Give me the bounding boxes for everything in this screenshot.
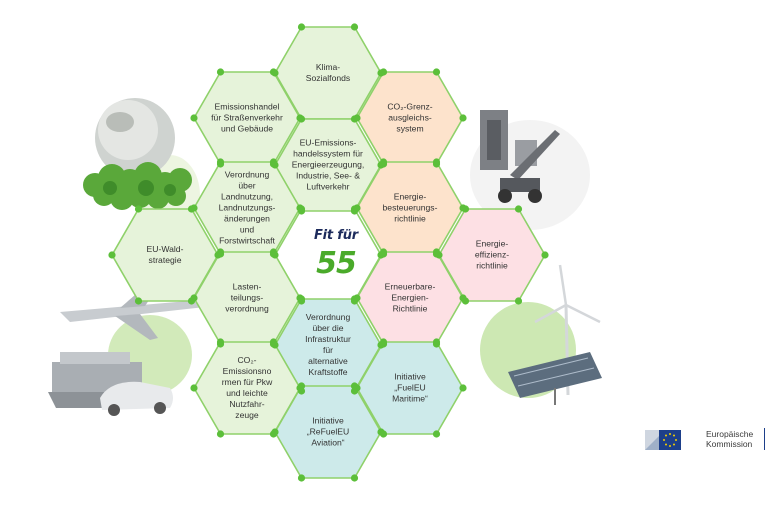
hexagon-vertex-dot xyxy=(190,114,198,122)
hexagon-label-effizienz: Energie- effizienz- richtlinie xyxy=(474,238,510,271)
hexagon-vertex-dot xyxy=(350,474,359,482)
hexagon-label-wald: EU-Wald- strategie xyxy=(146,244,184,265)
hexagon-label-eu-ets: EU-Emissions- handelssystem für Energiee… xyxy=(291,137,365,192)
hexagon-vertex-dot xyxy=(432,338,441,346)
hexagon-vertex-dot xyxy=(216,248,225,256)
hexagon-vertex-dot xyxy=(297,23,306,31)
hexagon-vertex-dot xyxy=(296,114,304,122)
fit-for-55-title: Fit für xyxy=(314,228,358,243)
hexagon-vertex-dot xyxy=(269,158,278,166)
hexagon-vertex-dot xyxy=(134,297,143,305)
hexagon-label-klima: Klima- Sozialfonds xyxy=(305,62,351,83)
transport-illustration xyxy=(48,282,205,416)
hexagon-vertex-dot xyxy=(296,204,304,212)
hexagon-vertex-dot xyxy=(459,384,467,392)
hexagon-vertex-dot xyxy=(216,68,225,76)
hexagon-vertex-dot xyxy=(269,68,278,76)
hexagon-vertex-dot xyxy=(297,474,306,482)
renewables-illustration xyxy=(480,264,602,405)
hexagon-vertex-dot xyxy=(432,430,441,438)
hexagon-vertex-dot xyxy=(297,382,306,390)
hexagon-vertex-dot xyxy=(353,114,361,122)
hexagon-vertex-dot xyxy=(379,68,388,76)
hexagon-vertex-dot xyxy=(187,205,196,213)
commission-line1: Europäische xyxy=(706,429,754,439)
hexagon-vertex-dot xyxy=(269,248,278,256)
hexagon-vertex-dot xyxy=(134,205,143,213)
hexagon-vertex-dot xyxy=(350,23,359,31)
hexagon-vertex-dot xyxy=(379,338,388,346)
hexagon-vertex-dot xyxy=(541,251,549,259)
hexagon-vertex-dot xyxy=(379,158,388,166)
commission-line2: Kommission xyxy=(706,439,753,449)
hexagon-vertex-dot xyxy=(350,382,359,390)
hexagon-label-lastenteilung: Lasten- teilungs- verordnung xyxy=(225,281,269,314)
container-port-illustration xyxy=(470,110,590,230)
hexagon-label-lulucf: Verordnung über Landnutzung, Landnutzung… xyxy=(218,169,276,246)
hexagon-label-fueleu: Initiative „FuelEU Maritime“ xyxy=(392,371,428,404)
hexagon-label-co2-grenz: CO₂-Grenz- ausgleichs- system xyxy=(387,101,433,134)
hexagon-label-energiebesteuerung: Energie- besteuerungs- richtlinie xyxy=(382,191,438,224)
hexagon-vertex-dot xyxy=(297,295,306,303)
hexagon-label-refueleu: Initiative „ReFuelEU Aviation“ xyxy=(306,415,350,448)
hexagon-label-erneuerbare: Erneuerbare- Energien- Richtlinie xyxy=(384,281,436,314)
fit-for-55-number: 55 xyxy=(316,246,357,281)
hexagon-vertex-dot xyxy=(108,251,116,259)
hexagon-vertex-dot xyxy=(377,428,385,436)
hexagon-vertex-dot xyxy=(216,158,225,166)
hexagon-vertex-dot xyxy=(514,205,523,213)
hexagon-vertex-dot xyxy=(432,248,441,256)
hexagon-label-emissionshandel-strasse: Emissionshandel für Straßenverkehr und G… xyxy=(211,101,283,134)
european-commission-logo xyxy=(645,430,681,450)
hexagon-vertex-dot xyxy=(514,297,523,305)
hexagon-vertex-dot xyxy=(459,114,467,122)
hexagon-vertex-dot xyxy=(216,430,225,438)
hexagon-vertex-dot xyxy=(432,158,441,166)
commission-divider xyxy=(764,428,765,450)
hexagon-vertex-dot xyxy=(271,428,279,436)
hexagon-vertex-dot xyxy=(269,338,278,346)
hexagon-vertex-dot xyxy=(461,205,470,213)
hexagon-label-afir: Verordnung über die Infrastruktur für al… xyxy=(305,312,351,377)
hexagon-vertex-dot xyxy=(216,338,225,346)
hexagon-vertex-dot xyxy=(432,68,441,76)
hexagon-vertex-dot xyxy=(459,294,467,302)
hexagon-vertex-dot xyxy=(190,384,198,392)
hexagon-vertex-dot xyxy=(353,204,361,212)
hexagon-label-co2-pkw: CO₂- Emissionsno rmen für Pkw und leicht… xyxy=(221,355,273,420)
hexagon-vertex-dot xyxy=(350,295,359,303)
hexagon-vertex-dot xyxy=(190,294,198,302)
hexagon-vertex-dot xyxy=(379,248,388,256)
european-commission-wordmark: Europäische Kommission xyxy=(706,429,753,449)
